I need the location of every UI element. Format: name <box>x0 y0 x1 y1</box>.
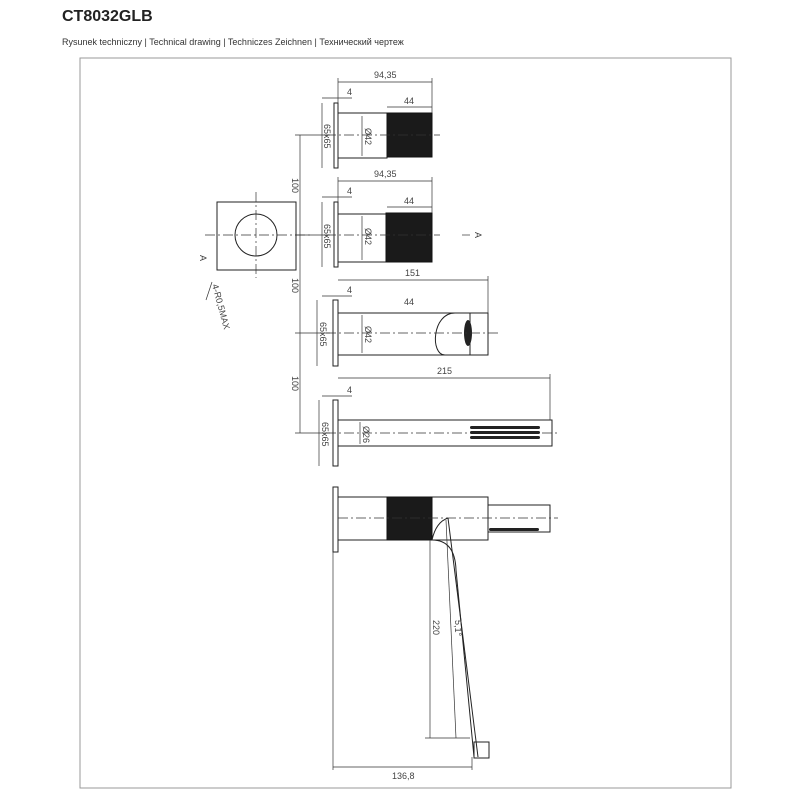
side-view-depth: 136,8 <box>392 771 415 781</box>
front-view-plate: A 4-R0,5MAX <box>198 192 310 330</box>
side-view-angle: 5,1° <box>453 620 463 637</box>
hand-shower-length: 215 <box>437 366 452 376</box>
valve-2-knob: 44 <box>404 196 414 206</box>
spout-length: 151 <box>405 268 420 278</box>
spout-plate: 65x65 <box>318 322 328 347</box>
hand-shower-side-view: 215 4 65x65 Ø26 <box>318 366 558 467</box>
section-label-right: A <box>473 232 483 238</box>
section-label-left: A <box>198 255 208 261</box>
spacing-label-2: 100 <box>290 278 300 293</box>
valve-1-offset: 4 <box>347 87 352 97</box>
hand-shower-plate: 65x65 <box>320 422 330 447</box>
drawing-subtitle: Rysunek techniczny | Technical drawing |… <box>62 37 404 47</box>
valve-1-side-view: 94,35 4 44 65x65 Ø42 <box>321 70 440 169</box>
hand-shower-offset: 4 <box>347 385 352 395</box>
spout-side-view: 151 4 44 65x65 Ø42 <box>316 268 500 367</box>
valve-1-knob: 44 <box>404 96 414 106</box>
valve-2-plate: 65x65 <box>322 224 332 249</box>
drawing-frame <box>79 57 732 789</box>
spacing-label-3: 100 <box>290 376 300 391</box>
spacing-label-1: 100 <box>290 178 300 193</box>
spout-offset: 4 <box>347 285 352 295</box>
spout-inner: 44 <box>404 297 414 307</box>
valve-1-length: 94,35 <box>374 70 397 80</box>
assembled-side-view: 136,8 220 5,1° <box>332 486 558 781</box>
side-view-height: 220 <box>431 620 441 635</box>
hand-shower-diameter: Ø26 <box>361 426 371 443</box>
corner-radius-note: 4-R0,5MAX <box>210 283 232 331</box>
spout-diameter: Ø42 <box>363 326 373 343</box>
valve-2-length: 94,35 <box>374 169 397 179</box>
valve-1-plate: 65x65 <box>322 124 332 149</box>
product-code-title: CT8032GLB <box>62 8 153 25</box>
spacing-dimension: 100 100 100 <box>290 134 330 434</box>
valve-2-side-view: 94,35 4 44 65x65 Ø42 A <box>321 169 483 268</box>
valve-2-diameter: Ø42 <box>363 228 373 245</box>
valve-2-offset: 4 <box>347 186 352 196</box>
valve-1-diameter: Ø42 <box>363 128 373 145</box>
